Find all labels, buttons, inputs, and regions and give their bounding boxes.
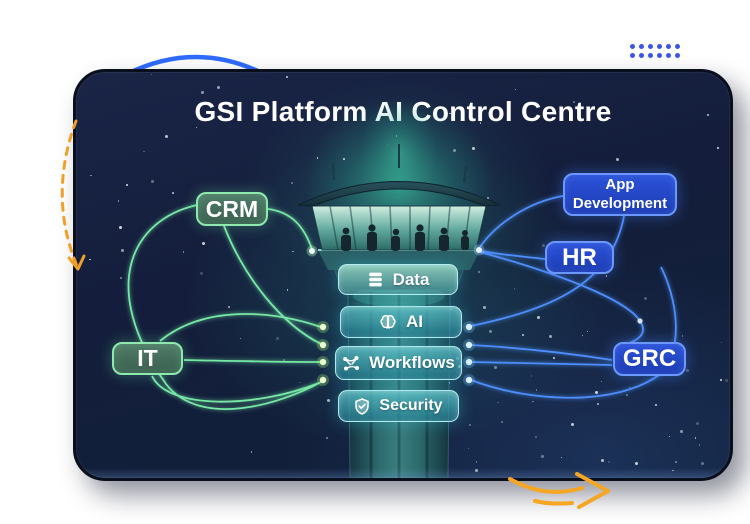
tower-module-security: Security <box>338 390 459 422</box>
blue-endpoint-dots <box>463 244 643 386</box>
tower-module-ai: AI <box>340 306 462 338</box>
tower-module-data: Data <box>338 264 458 295</box>
green-connectors <box>127 204 322 410</box>
node-crm-label: CRM <box>205 195 259 222</box>
diagram-card: GSI Platform AI Control Centre <box>73 69 733 481</box>
control-tower-illustration <box>297 97 501 478</box>
blue-connectors <box>470 195 677 399</box>
tower-module-data-label: Data <box>392 269 430 289</box>
cab-roof <box>297 181 501 207</box>
node-grc: GRC <box>613 342 686 376</box>
brain-icon <box>379 314 397 330</box>
roof-antennas <box>332 144 467 183</box>
node-grc-label: GRC <box>622 345 677 372</box>
node-hr-label: HR <box>562 243 597 271</box>
node-it: IT <box>112 342 183 375</box>
workflow-icon <box>342 355 360 372</box>
operator-silhouettes <box>341 224 469 251</box>
node-app-development: App Development <box>563 173 677 216</box>
tower-module-ai-label: AI <box>406 312 423 331</box>
blue-dot-grid-decoration <box>630 44 680 58</box>
tower-module-workflows: Workflows <box>335 346 462 380</box>
database-icon <box>367 271 384 288</box>
node-hr: HR <box>545 241 614 274</box>
connector-lines <box>127 195 677 410</box>
green-endpoint-dots <box>306 245 329 386</box>
shield-check-icon <box>354 397 370 415</box>
node-app-development-line2: Development <box>572 194 668 212</box>
node-app-development-line1: App <box>605 175 635 193</box>
node-it-label: IT <box>137 345 158 371</box>
tower-module-security-label: Security <box>379 397 443 414</box>
tower-module-workflows-label: Workflows <box>369 353 455 372</box>
node-crm: CRM <box>196 192 268 226</box>
